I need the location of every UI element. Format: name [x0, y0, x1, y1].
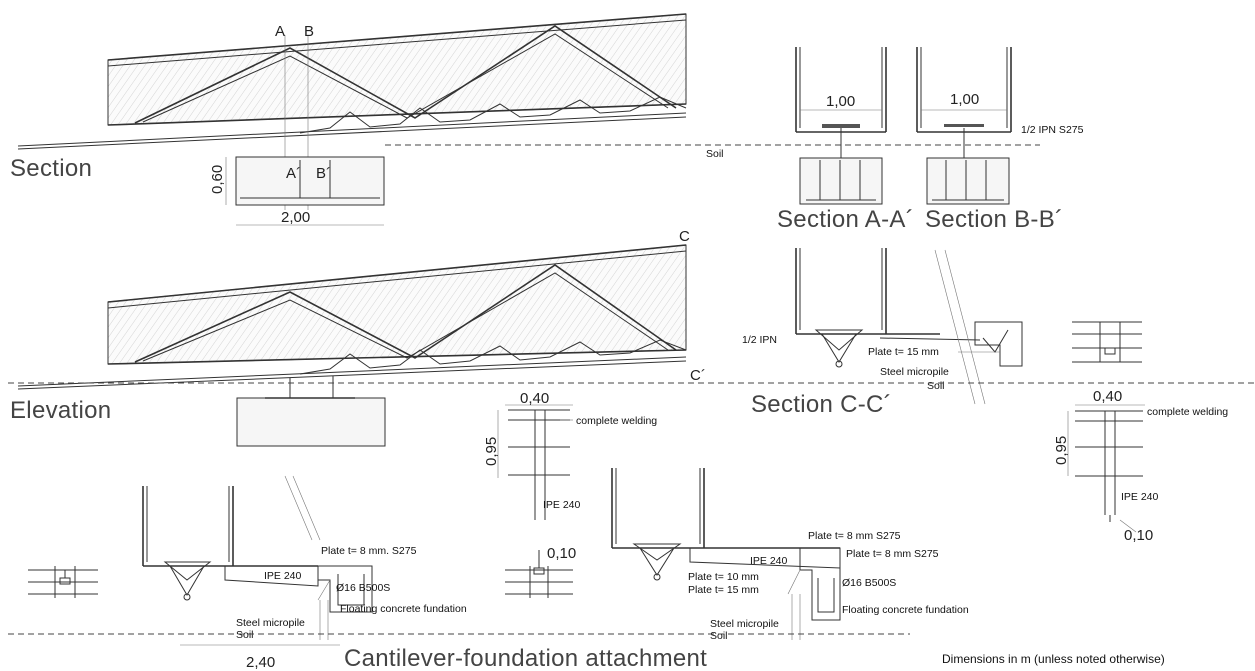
marker-c-prime: C´ — [690, 367, 706, 384]
title-section-cc: Section C-C´ — [751, 391, 892, 418]
foundation-left — [317, 565, 373, 613]
note-half-ipn: 1/2 IPN — [742, 334, 777, 346]
note-soil-right: Soil — [710, 630, 728, 642]
dim-040-a: 0,40 — [520, 390, 549, 407]
weld-detail-left: 0,40 0,95 complete welding IPE 240 — [483, 390, 657, 520]
note-steel-micropile-right: Steel micropile — [710, 618, 779, 630]
title-section-aa: Section A-A´ — [777, 206, 914, 233]
marker-a: A — [275, 23, 285, 40]
plan-detail-centre: 0,10 — [505, 545, 576, 598]
note-rebar-left: Ø16 B500S — [336, 582, 390, 594]
elevation-foundation-block — [236, 397, 386, 447]
note-floating-foundation-left: Floating concrete fundation — [340, 603, 467, 615]
title-section: Section — [10, 155, 92, 182]
note-ipe-240-detail-b: IPE 240 — [1121, 491, 1159, 503]
note-plate-15-cc: Plate t= 15 mm — [868, 346, 939, 358]
dim-095-b: 0,95 — [1053, 436, 1070, 465]
dim-010-b: 0,10 — [1124, 527, 1153, 544]
dim-010-a: 0,10 — [547, 545, 576, 562]
note-rebar-right: Ø16 B500S — [842, 577, 896, 589]
dim-100-b: 1,00 — [950, 91, 979, 108]
section-block-outline — [235, 156, 385, 206]
plan-detail-right — [1072, 321, 1142, 363]
title-section-bb: Section B-B´ — [925, 206, 1063, 233]
marker-b-prime: B´ — [316, 165, 331, 182]
section-bb-drawing: 1,00 1/2 IPN S275 — [916, 47, 1084, 205]
elevation-deck-panel — [107, 244, 687, 365]
note-plate-8-s275-right-b: Plate t= 8 mm S275 — [846, 548, 939, 560]
ipe-beam-left — [224, 565, 319, 587]
elevation-truss-diagonals — [134, 264, 677, 363]
elevation-truss: C C´ — [17, 228, 706, 447]
dim-200: 2,00 — [281, 209, 310, 226]
note-soil-cc: Soil — [927, 380, 945, 392]
section-cantilever-web — [299, 96, 687, 134]
cc-foundation-outline — [974, 321, 1023, 367]
note-plate-8-s275-right-a: Plate t= 8 mm S275 — [808, 530, 901, 542]
note-ipe-240-detail-a: IPE 240 — [543, 499, 581, 511]
dim-240: 2,40 — [246, 654, 275, 671]
title-elevation: Elevation — [10, 397, 111, 424]
attachment-left: Plate t= 8 mm. S275 IPE 240 Ø16 B500S Fl… — [142, 475, 467, 641]
note-ipe-240-left: IPE 240 — [264, 570, 302, 582]
title-attachment: Cantilever-foundation attachment — [344, 645, 707, 671]
footer-note: Dimensions in m (unless noted otherwise) — [942, 652, 1165, 666]
note-steel-micropile-cc: Steel micropile — [880, 366, 949, 378]
section-aa-drawing: 1,00 — [795, 47, 887, 205]
note-plate-8-s275-left: Plate t= 8 mm. S275 — [321, 545, 417, 557]
note-plate-10-right: Plate t= 10 mm — [688, 571, 759, 583]
section-cross-block: A´ B´ 2,00 0,60 — [209, 156, 385, 226]
section-truss-diagonals — [134, 25, 677, 124]
weld-detail-right: 0,40 0,95 complete welding IPE 240 0,10 — [1053, 388, 1228, 544]
note-ipe-240-right: IPE 240 — [750, 555, 788, 567]
attachment-right: Plate t= 8 mm S275 Plate t= 8 mm S275 IP… — [611, 468, 969, 642]
note-floating-foundation-right: Floating concrete fundation — [842, 604, 969, 616]
elevation-cantilever-web — [299, 339, 687, 375]
dim-095-a: 0,95 — [483, 437, 500, 466]
marker-a-prime: A´ — [286, 165, 301, 182]
dim-040-b: 0,40 — [1093, 388, 1122, 405]
note-plate-15-right: Plate t= 15 mm — [688, 584, 759, 596]
note-complete-welding-b: complete welding — [1147, 406, 1228, 418]
plan-detail-left — [28, 566, 98, 598]
note-steel-micropile-left: Steel micropile — [236, 617, 305, 629]
note-soil-left: Soil — [236, 629, 254, 641]
note-complete-welding-a: complete welding — [576, 415, 657, 427]
note-half-ipn-s275: 1/2 IPN S275 — [1021, 124, 1084, 136]
section-cc-drawing: 1/2 IPN Plate t= 15 mm Steel micropile S… — [742, 248, 1023, 405]
marker-c: C — [679, 228, 690, 245]
dim-060: 0,60 — [209, 165, 226, 194]
note-soil-top: Soil — [706, 148, 724, 160]
dim-100-a: 1,00 — [826, 93, 855, 110]
marker-b: B — [304, 23, 314, 40]
